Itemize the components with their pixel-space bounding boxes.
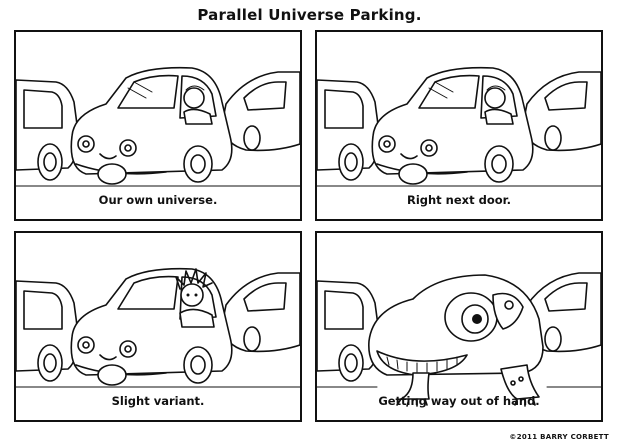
copyright-credit: ©2011 BARRY CORBETT: [509, 433, 609, 441]
panel-3-illustration: [16, 267, 300, 388]
panel-3: Slight variant.: [14, 231, 302, 422]
panel-2-caption: Right next door.: [406, 193, 512, 207]
panel-4-caption: Getting way out of hand.: [378, 394, 540, 408]
panel-1: Our own universe.: [14, 30, 302, 221]
panel-4: Getting way out of hand.: [315, 231, 603, 422]
panel-4-illustration: [317, 272, 601, 407]
panel-2-illustration: [317, 66, 601, 187]
panel-3-caption: Slight variant.: [111, 394, 205, 408]
panel-1-illustration: [16, 66, 300, 187]
panel-2: Right next door.: [315, 30, 603, 221]
panel-1-caption: Our own universe.: [98, 193, 218, 207]
comic-title: Parallel Universe Parking.: [197, 6, 422, 24]
